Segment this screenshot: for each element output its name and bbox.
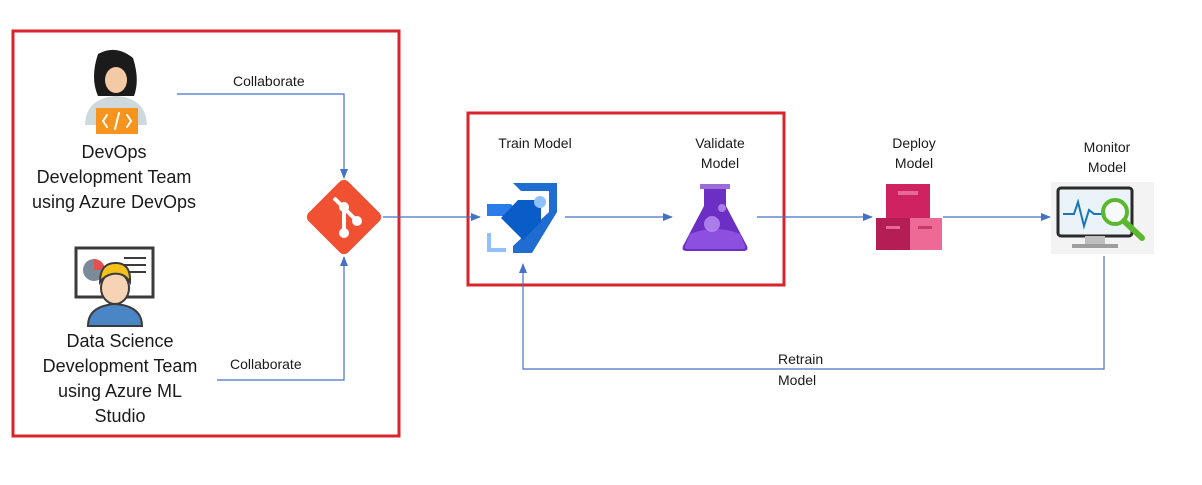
devops-team-line1: DevOps (81, 142, 147, 162)
train-model-label: Train Model (498, 135, 572, 151)
retrain-label-line1: Retrain (778, 351, 824, 367)
azure-pipelines-icon (487, 183, 557, 253)
datascience-team-line2: Development Team (42, 356, 198, 376)
devops-team-line2: Development Team (36, 167, 192, 187)
validate-label-line2: Model (700, 155, 740, 171)
deploy-boxes-icon (876, 184, 942, 250)
monitor-model-label: Monitor Model (1057, 137, 1157, 177)
collaborate-bottom-connector (217, 256, 348, 381)
retrain-label: Retrain Model (778, 349, 823, 391)
datascience-team-line4: Studio (94, 406, 146, 426)
datascience-team-line1: Data Science (66, 331, 174, 351)
deploy-label-line1: Deploy (892, 135, 936, 151)
data-scientist-icon (74, 246, 155, 327)
collaborate-top-connector (177, 93, 348, 179)
git-icon (306, 179, 382, 255)
devops-team-line3: using Azure DevOps (31, 192, 197, 212)
retrain-label-line2: Model (778, 372, 817, 388)
collaborate-top-label: Collaborate (233, 73, 305, 89)
train-validate-frame (466, 111, 786, 287)
validate-label-line1: Validate (695, 135, 745, 151)
datascience-team-line3: using Azure ML (57, 381, 183, 401)
validate-model-label: Validate Model (670, 133, 770, 173)
deploy-label-line2: Model (894, 155, 934, 171)
monitor-magnifier-icon (1051, 182, 1154, 254)
deploy-model-label: Deploy Model (864, 133, 964, 173)
devops-team-label: DevOps Development Team using Azure DevO… (14, 140, 214, 215)
collaborate-bottom-label: Collaborate (230, 356, 302, 372)
datascience-team-label: Data Science Development Team using Azur… (20, 329, 220, 429)
monitor-label-line1: Monitor (1083, 139, 1131, 155)
retrain-connector (519, 256, 1105, 370)
monitor-label-line2: Model (1087, 159, 1127, 175)
developer-woman-icon (85, 49, 147, 134)
flask-icon (682, 184, 748, 251)
teams-frame (11, 29, 401, 438)
